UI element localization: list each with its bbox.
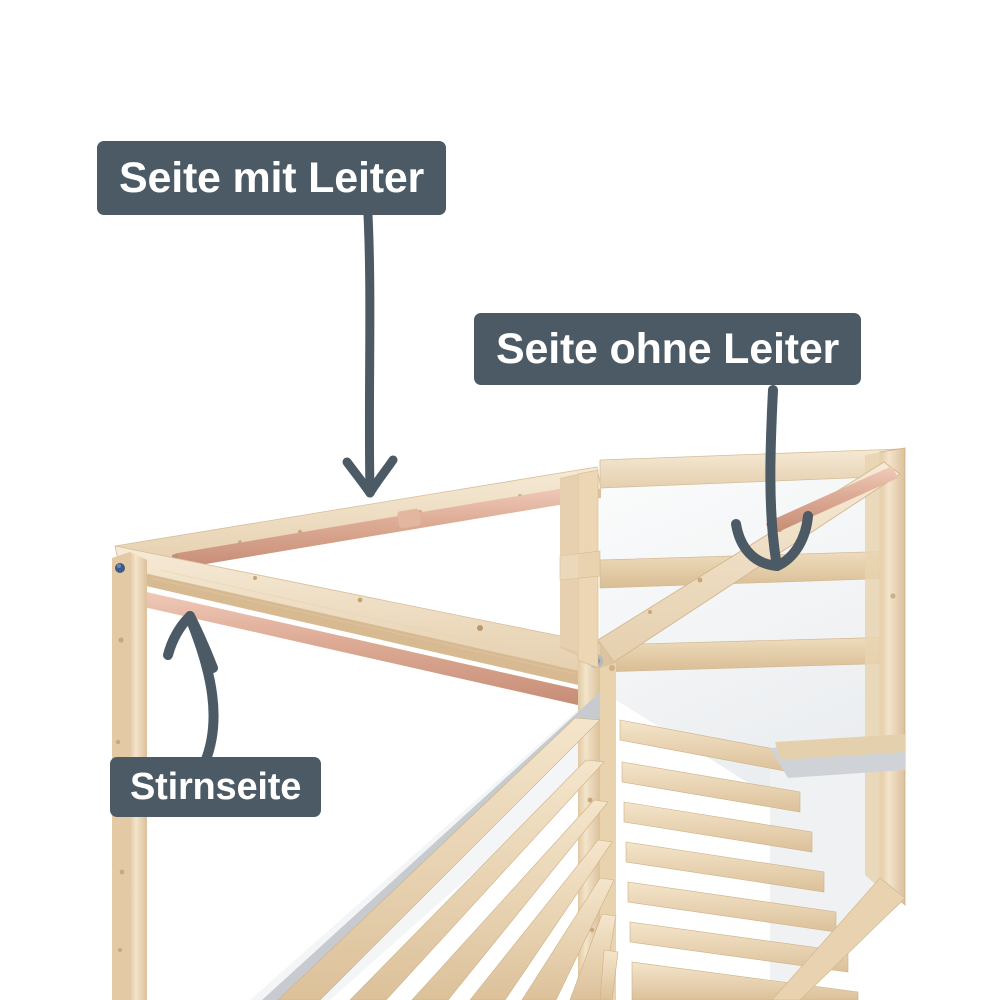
near-lower-panel: [250, 690, 600, 1000]
slats-left: [277, 717, 619, 1000]
label-head-side: Stirnseite: [110, 757, 322, 817]
far-left-upright: [559, 469, 601, 669]
far-bottom-frame: [771, 877, 906, 1000]
arrow-ladder-side: [342, 210, 398, 498]
label-no-ladder-side: Seite ohne Leiter: [474, 313, 862, 385]
slats-right: [619, 719, 859, 1000]
slatted-base: [262, 692, 905, 1000]
label-head-side-text: Stirnseite: [130, 765, 302, 808]
annotation-arrows: [163, 210, 813, 767]
far-right-post: [865, 447, 906, 906]
upright-highlight: [560, 475, 578, 652]
label-ladder-side: Seite mit Leiter: [97, 141, 447, 215]
label-ladder-side-text: Seite mit Leiter: [119, 153, 425, 202]
arrow-head-side: [163, 611, 219, 767]
arrow-no-ladder-side: [731, 385, 813, 571]
slat-side-rail-left: [262, 692, 600, 1000]
label-no-ladder-side-text: Seite ohne Leiter: [496, 324, 840, 373]
